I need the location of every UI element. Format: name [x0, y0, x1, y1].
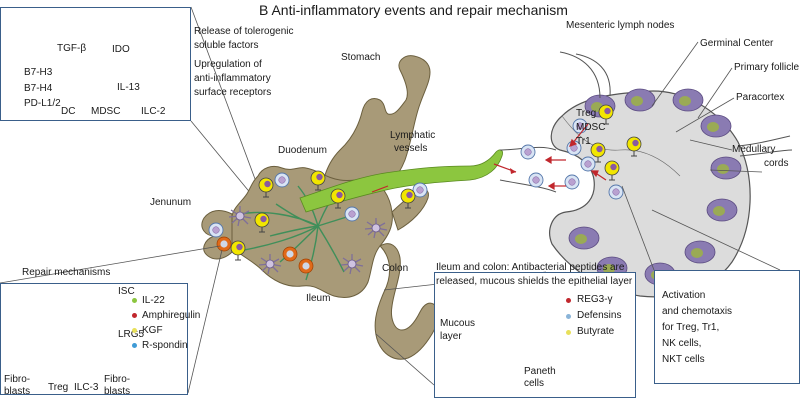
label-jejunum: Jenunum: [150, 197, 192, 208]
label-layer: layer: [440, 331, 462, 342]
caption-line-1: Release of tolerogenic: [194, 26, 294, 37]
receptor-b7-h3: B7-H3: [24, 67, 53, 78]
lymphatic-vessel: [299, 149, 503, 213]
label-fibroblasts-left-2: blasts: [4, 386, 31, 397]
label-lrg5: LRG5: [118, 329, 145, 340]
legend-dot: [132, 298, 137, 303]
label-duodenum: Duodenum: [278, 145, 327, 156]
label-stomach: Stomach: [341, 52, 381, 63]
label-paneth: Paneth: [524, 366, 556, 377]
legend-dot: [566, 329, 571, 335]
legend-item-r-spondin: R-spondin: [132, 338, 200, 353]
label-paracortex: Paracortex: [736, 92, 785, 103]
label-paneth-cells: cells: [524, 378, 545, 389]
activation-line-4: NK cells,: [662, 338, 702, 349]
caption-line-4: anti-inflammatory: [194, 73, 271, 84]
legend-item-il22: IL-22: [132, 293, 200, 308]
node-cell-tr1: Tr1: [576, 136, 591, 147]
cell-label-ilc2: ILC-2: [141, 106, 166, 117]
label-cords: cords: [764, 158, 789, 169]
ileum-caption-1: Ileum and colon: Antibacterial peptides …: [436, 262, 625, 273]
label-ilc3: ILC-3: [74, 382, 99, 393]
repair-title: Repair mechanisms: [22, 267, 111, 278]
activation-line-3: for Treg, Tr1,: [662, 322, 720, 333]
label-ileum: Ileum: [306, 293, 331, 304]
factor-tgf-beta: TGF-β: [57, 43, 87, 54]
legend-dot: [132, 328, 137, 333]
legend-item-kgf: KGF: [132, 323, 200, 338]
legend-dot: [566, 297, 571, 303]
mesenteric-vessels: [239, 185, 357, 281]
caption-line-3: Upregulation of: [194, 59, 262, 70]
stomach-shape: [320, 55, 431, 215]
ileum-colon-panel: [434, 272, 636, 398]
activation-line-5: NKT cells: [662, 354, 705, 365]
label-colon: Colon: [382, 263, 409, 274]
legend-item-defensins: Defensins: [566, 308, 621, 324]
ileum-legend: REG3-γ Defensins Butyrate: [566, 292, 621, 340]
legend-dot: [132, 313, 137, 318]
factor-ido: IDO: [112, 44, 130, 55]
tolerogenic-factors-panel: [0, 7, 191, 121]
label-mucous: Mucous: [440, 318, 476, 329]
lymph-node-title: Mesenteric lymph nodes: [566, 20, 675, 31]
activation-line-2: and chemotaxis: [662, 306, 733, 317]
ileum-caption-2: released, mucous shields the epithelial …: [436, 276, 633, 287]
activation-line-1: Activation: [662, 290, 706, 301]
legend-dot: [566, 313, 571, 319]
label-fibroblasts-left-1: Fibro-: [4, 374, 31, 385]
repair-legend: IL-22 Amphiregulin KGF R-spondin: [132, 293, 200, 353]
label-fibroblasts-right-1: Fibro-: [104, 374, 131, 385]
label-isc: ISC: [118, 286, 135, 297]
label-fibroblasts-right-2: blasts: [104, 386, 131, 397]
receptor-b7-h4: B7-H4: [24, 83, 53, 94]
label-lymphatic: Lymphatic: [390, 130, 436, 141]
legend-item-amphiregulin: Amphiregulin: [132, 308, 200, 323]
label-vessels: vessels: [394, 143, 428, 154]
legend-item-reg3: REG3-γ: [566, 292, 621, 308]
label-primary-follicle: Primary follicle: [734, 62, 800, 73]
activation-panel: [654, 270, 800, 384]
label-germinal-center: Germinal Center: [700, 38, 774, 49]
caption-line-2: soluble factors: [194, 40, 259, 51]
factor-il-13: IL-13: [117, 82, 140, 93]
receptor-pd-l1-2: PD-L1/2: [24, 98, 61, 109]
label-medullary: Medullary: [732, 144, 776, 155]
node-cell-mdsc: MDSC: [576, 122, 606, 133]
node-cell-treg: Treg: [576, 108, 597, 119]
caption-line-5: surface receptors: [194, 87, 272, 98]
page-title: B Anti-inflammatory events and repair me…: [259, 2, 568, 18]
cell-label-dc: DC: [61, 106, 76, 117]
cell-label-mdsc: MDSC: [91, 106, 121, 117]
label-treg-repair: Treg: [48, 382, 69, 393]
legend-dot: [132, 343, 137, 348]
repair-mechanisms-panel: [0, 283, 188, 395]
legend-item-butyrate: Butyrate: [566, 324, 621, 340]
